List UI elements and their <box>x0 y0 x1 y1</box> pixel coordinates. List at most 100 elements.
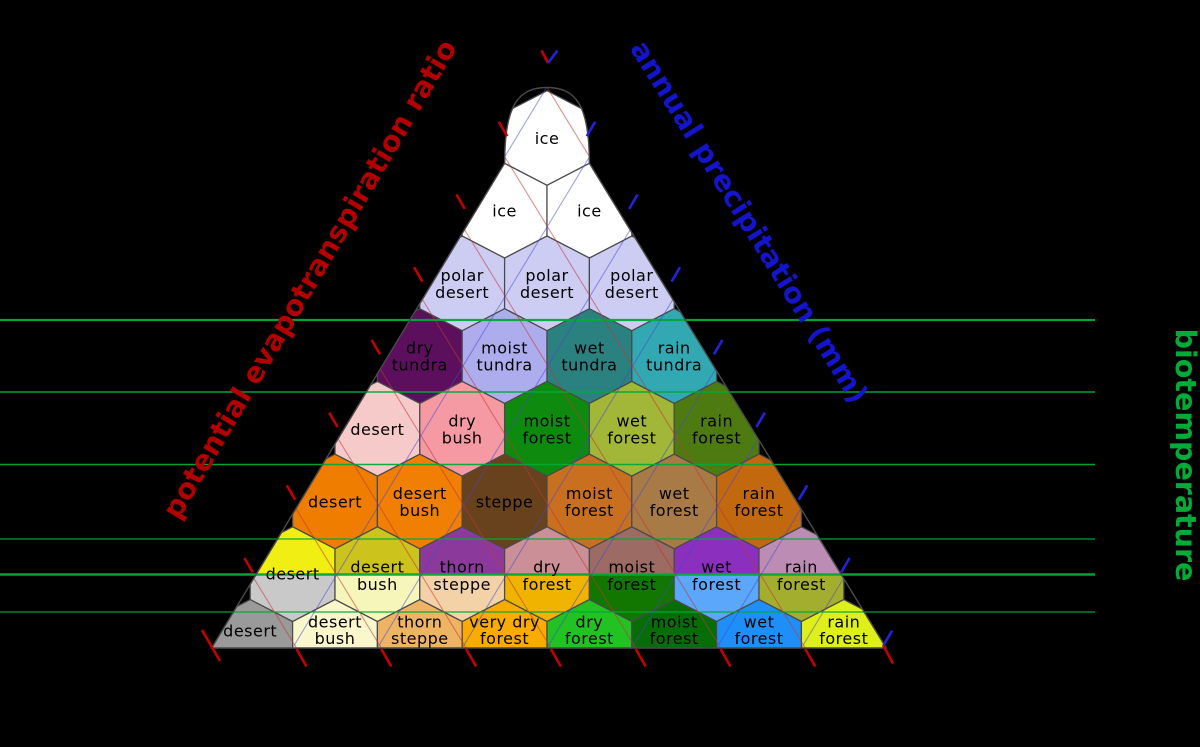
pet-tick <box>285 484 297 501</box>
zone-label: rain <box>658 339 691 358</box>
zone-label: desert <box>266 565 320 584</box>
pet-tick <box>412 266 424 283</box>
pet-tick <box>243 557 254 574</box>
pet-bottom-tick <box>380 648 393 668</box>
precipitation-tick <box>628 193 639 210</box>
zone-label: forest <box>522 575 571 594</box>
zone-label: wet <box>744 613 775 632</box>
zone-label: desert <box>435 283 489 302</box>
precipitation-apex-tick <box>546 49 559 64</box>
zone-label: forest <box>522 428 571 447</box>
zone-label: forest <box>650 629 699 648</box>
zone-label: rain <box>700 411 733 430</box>
zone-label: steppe <box>433 575 491 594</box>
zone-hex-rain-forest-subtropical-half <box>759 574 844 622</box>
zone-label: tundra <box>646 356 702 375</box>
zone-label: dry <box>406 339 434 358</box>
zone-label: dry <box>448 411 476 430</box>
zone-label: thorn <box>397 613 442 632</box>
precipitation-tick <box>585 121 597 137</box>
zone-label: forest <box>734 629 783 648</box>
precipitation-tick <box>840 557 851 574</box>
zone-label: dry <box>533 558 561 577</box>
zone-label: rain <box>743 484 776 503</box>
pet-guide-line <box>211 87 382 648</box>
zone-hex-dry-forest-subtropical-half <box>504 574 590 622</box>
zone-label: forest <box>734 501 783 520</box>
zone-label: polar <box>441 266 484 285</box>
zone-hex-moist-forest-subtropical-half <box>589 574 675 622</box>
pet-tick <box>497 121 509 137</box>
zone-label: forest <box>777 575 826 594</box>
zone-label: moist <box>651 613 698 632</box>
zone-label: tundra <box>392 356 448 375</box>
biotemperature-gridlines <box>0 318 1095 613</box>
pyramid-outline <box>210 86 888 649</box>
zone-label: wet <box>659 484 690 503</box>
zone-hex-desert-subtropical-half <box>250 574 335 622</box>
zone-label: forest <box>565 501 614 520</box>
pet-bottom-tick <box>804 648 817 668</box>
zone-hex-wet-forest-subtropical-half <box>674 574 759 622</box>
pet-apex-tick <box>540 49 550 64</box>
zone-label: rain <box>827 613 860 632</box>
zone-label: bush <box>315 629 356 648</box>
zone-label: rain <box>785 558 818 577</box>
zone-label: steppe <box>391 629 449 648</box>
precipitation-tick <box>712 339 724 355</box>
zone-label: bush <box>442 428 483 447</box>
pet-corner-tick <box>200 629 222 662</box>
life-zone-cells <box>211 89 887 648</box>
pet-tick <box>328 411 339 428</box>
zone-label: polar <box>610 266 653 285</box>
zone-label: wet <box>574 339 605 358</box>
pet-bottom-tick <box>881 644 895 665</box>
zone-label: desert <box>350 558 404 577</box>
zone-label: forest <box>650 501 699 520</box>
precipitation-tick <box>670 266 682 283</box>
zone-label: very dry <box>469 613 540 632</box>
zone-label: steppe <box>476 493 534 512</box>
precipitation-guide-line <box>716 87 887 648</box>
precipitation-guide-line <box>800 87 887 648</box>
precipitation-tick <box>797 484 809 501</box>
biotemperature-axis-title: biotemperature <box>1169 329 1200 582</box>
zone-label: tundra <box>477 356 533 375</box>
zone-label: bush <box>357 575 398 594</box>
pet-bottom-tick <box>295 648 308 668</box>
zone-label: desert <box>393 484 447 503</box>
pet-bottom-tick <box>464 648 478 668</box>
precipitation-tick <box>882 630 894 646</box>
zone-label: dry <box>576 613 604 632</box>
zone-label: forest <box>692 428 741 447</box>
zone-label: desert <box>223 622 277 641</box>
zone-label: desert <box>308 613 362 632</box>
zone-label: wet <box>701 558 732 577</box>
precipitation-tick <box>755 411 766 428</box>
zone-label: moist <box>524 411 571 430</box>
zone-label: forest <box>565 629 614 648</box>
zone-label: bush <box>399 501 440 520</box>
zone-label: ice <box>577 202 602 221</box>
pet-tick <box>370 339 382 355</box>
zone-label: moist <box>566 484 613 503</box>
zone-label: forest <box>607 428 656 447</box>
zone-label: ice <box>535 129 560 148</box>
zone-label: moist <box>608 558 655 577</box>
zone-label: forest <box>607 575 656 594</box>
zone-hex-rain-forest <box>800 598 887 648</box>
zone-label: thorn <box>440 558 485 577</box>
zone-label: desert <box>308 493 362 512</box>
pet-bottom-tick <box>634 648 647 668</box>
pet-tick <box>455 193 466 210</box>
axis-ticks <box>200 49 895 668</box>
pet-bottom-tick <box>719 648 732 668</box>
zone-label: tundra <box>561 356 617 375</box>
zone-label: desert <box>605 283 659 302</box>
zone-hex-desert-bush-subtropical-half <box>335 574 420 622</box>
zone-label: ice <box>492 202 517 221</box>
